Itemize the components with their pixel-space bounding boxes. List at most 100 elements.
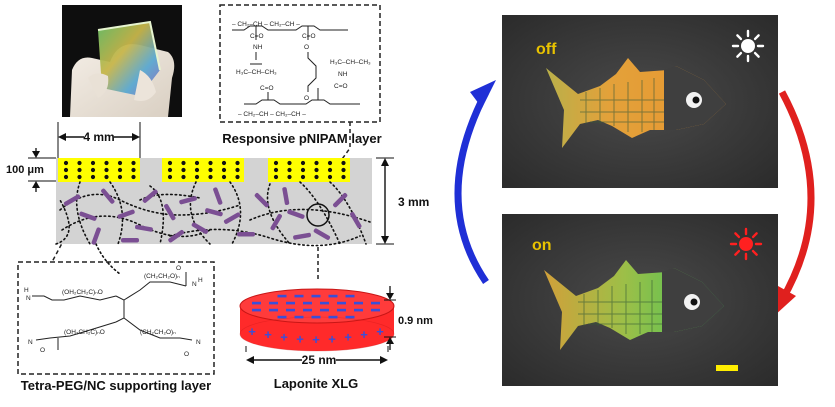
- svg-text:N: N: [196, 339, 201, 346]
- pnipam-dot: [77, 174, 82, 180]
- pnipam-dot: [181, 174, 186, 180]
- laponite-label: Laponite XLG: [274, 376, 359, 391]
- polymer-chain: [109, 181, 124, 245]
- negative-charge: [328, 315, 338, 319]
- pnipam-dot: [131, 160, 136, 166]
- pnipam-dot: [273, 160, 279, 166]
- svg-text:0.9 nm: 0.9 nm: [398, 315, 433, 327]
- pnipam-dot: [167, 160, 173, 166]
- svg-text:N: N: [28, 339, 33, 346]
- negative-charge: [320, 301, 329, 305]
- sun-ray: [736, 51, 743, 58]
- polymer-chain: [189, 181, 211, 245]
- sun-ray: [753, 51, 760, 58]
- nanosheet: [287, 209, 305, 219]
- svg-text:NH: NH: [253, 44, 263, 51]
- svg-text:100 μm: 100 μm: [6, 164, 44, 176]
- pnipam-dot: [104, 167, 109, 173]
- svg-text:H₃C–CH–CH₃: H₃C–CH–CH₃: [236, 69, 277, 76]
- pnipam-structure-box: C=O NH H₃C–CH–CH₃ C=O O O H₃C–CH–CH₃ NH …: [219, 4, 381, 123]
- nanosheet: [191, 222, 209, 234]
- pnipam-dot: [287, 160, 292, 166]
- pnipam-dot: [63, 167, 69, 173]
- pnipam-dot: [208, 160, 213, 166]
- sun-ray: [736, 34, 743, 41]
- polymer-chain: [59, 193, 241, 216]
- svg-text:NH: NH: [338, 71, 348, 78]
- negative-charge: [277, 294, 287, 298]
- pnipam-dot: [181, 167, 186, 173]
- svg-text:N: N: [26, 295, 31, 302]
- negative-charge: [286, 301, 295, 305]
- positive-charge: +: [360, 327, 368, 342]
- top-thickness-dimension: 100 μm: [6, 148, 56, 192]
- disc-positive-charges: +++++++++: [248, 324, 384, 347]
- state-label-on: on: [532, 237, 552, 254]
- pnipam-dot: [273, 174, 279, 180]
- nanosheet: [142, 189, 158, 203]
- pnipam-dot: [287, 174, 292, 180]
- pnipam-dot: [167, 167, 173, 173]
- pnipam-dot: [327, 174, 333, 180]
- fish-on: [544, 260, 724, 350]
- polymer-chain: [299, 181, 341, 245]
- negative-charge: [337, 308, 346, 312]
- svg-text:N: N: [192, 281, 197, 288]
- sun-core: [739, 237, 753, 251]
- svg-text:O: O: [176, 265, 181, 272]
- nanosheet: [121, 238, 139, 243]
- negative-charge: [252, 301, 261, 305]
- nanosheet: [205, 208, 223, 217]
- polymer-chain: [61, 215, 211, 238]
- state-label-off: off: [536, 41, 557, 58]
- pnipam-dot: [77, 160, 82, 166]
- nanosheet: [79, 211, 97, 221]
- pnipam-dot: [208, 167, 213, 173]
- svg-text:H₃C–CH–CH₃: H₃C–CH–CH₃: [330, 59, 371, 66]
- pnipam-dot: [194, 167, 200, 173]
- nanosheet: [135, 224, 153, 232]
- pnipam-connector: [339, 122, 351, 163]
- nanosheet: [179, 196, 197, 205]
- negative-charge: [354, 301, 363, 305]
- nanosheet: [101, 188, 115, 204]
- positive-charge: +: [248, 324, 256, 339]
- pnipam-dot: [208, 174, 213, 180]
- nanosheet: [164, 203, 176, 221]
- nanosheet: [350, 211, 362, 229]
- pnipam-dot: [327, 167, 333, 173]
- svg-text:O: O: [304, 95, 309, 102]
- pnipam-dot: [341, 174, 346, 180]
- pnipam-dot: [235, 160, 240, 166]
- pnipam-dot: [300, 167, 306, 173]
- total-thickness-dimension: 3 mm: [376, 157, 429, 245]
- photo-on: on: [502, 214, 778, 386]
- negative-charge: [269, 308, 278, 312]
- sun-ray: [753, 34, 760, 41]
- negative-charge: [328, 294, 338, 298]
- negative-charge: [337, 301, 346, 305]
- svg-text:25 nm: 25 nm: [302, 353, 337, 367]
- pnipam-dot: [90, 174, 96, 180]
- svg-text:– CH₂–CH – CH₂–CH –: – CH₂–CH – CH₂–CH –: [232, 21, 300, 28]
- positive-charge: +: [344, 330, 352, 345]
- negative-charge: [354, 308, 363, 312]
- disc-negative-charges: [252, 294, 380, 319]
- svg-text:(OH₂CH₂C)ₙO: (OH₂CH₂C)ₙO: [64, 329, 105, 336]
- polymer-chain: [169, 228, 361, 247]
- scale-bar: [716, 365, 738, 371]
- positive-charge: +: [328, 331, 336, 346]
- negative-charge: [371, 308, 380, 312]
- nanosheet: [91, 227, 101, 245]
- pnipam-dot: [167, 174, 173, 180]
- nanosheet: [282, 187, 290, 205]
- sun-icon-off: [731, 29, 765, 63]
- positive-charge: +: [296, 331, 304, 346]
- svg-text:H: H: [198, 277, 203, 284]
- svg-text:C=O: C=O: [250, 33, 264, 40]
- positive-charge: +: [280, 330, 288, 345]
- svg-text:C=O: C=O: [302, 33, 316, 40]
- nanosheet: [213, 187, 223, 205]
- negative-charge: [371, 301, 380, 305]
- polymer-chain: [95, 243, 121, 275]
